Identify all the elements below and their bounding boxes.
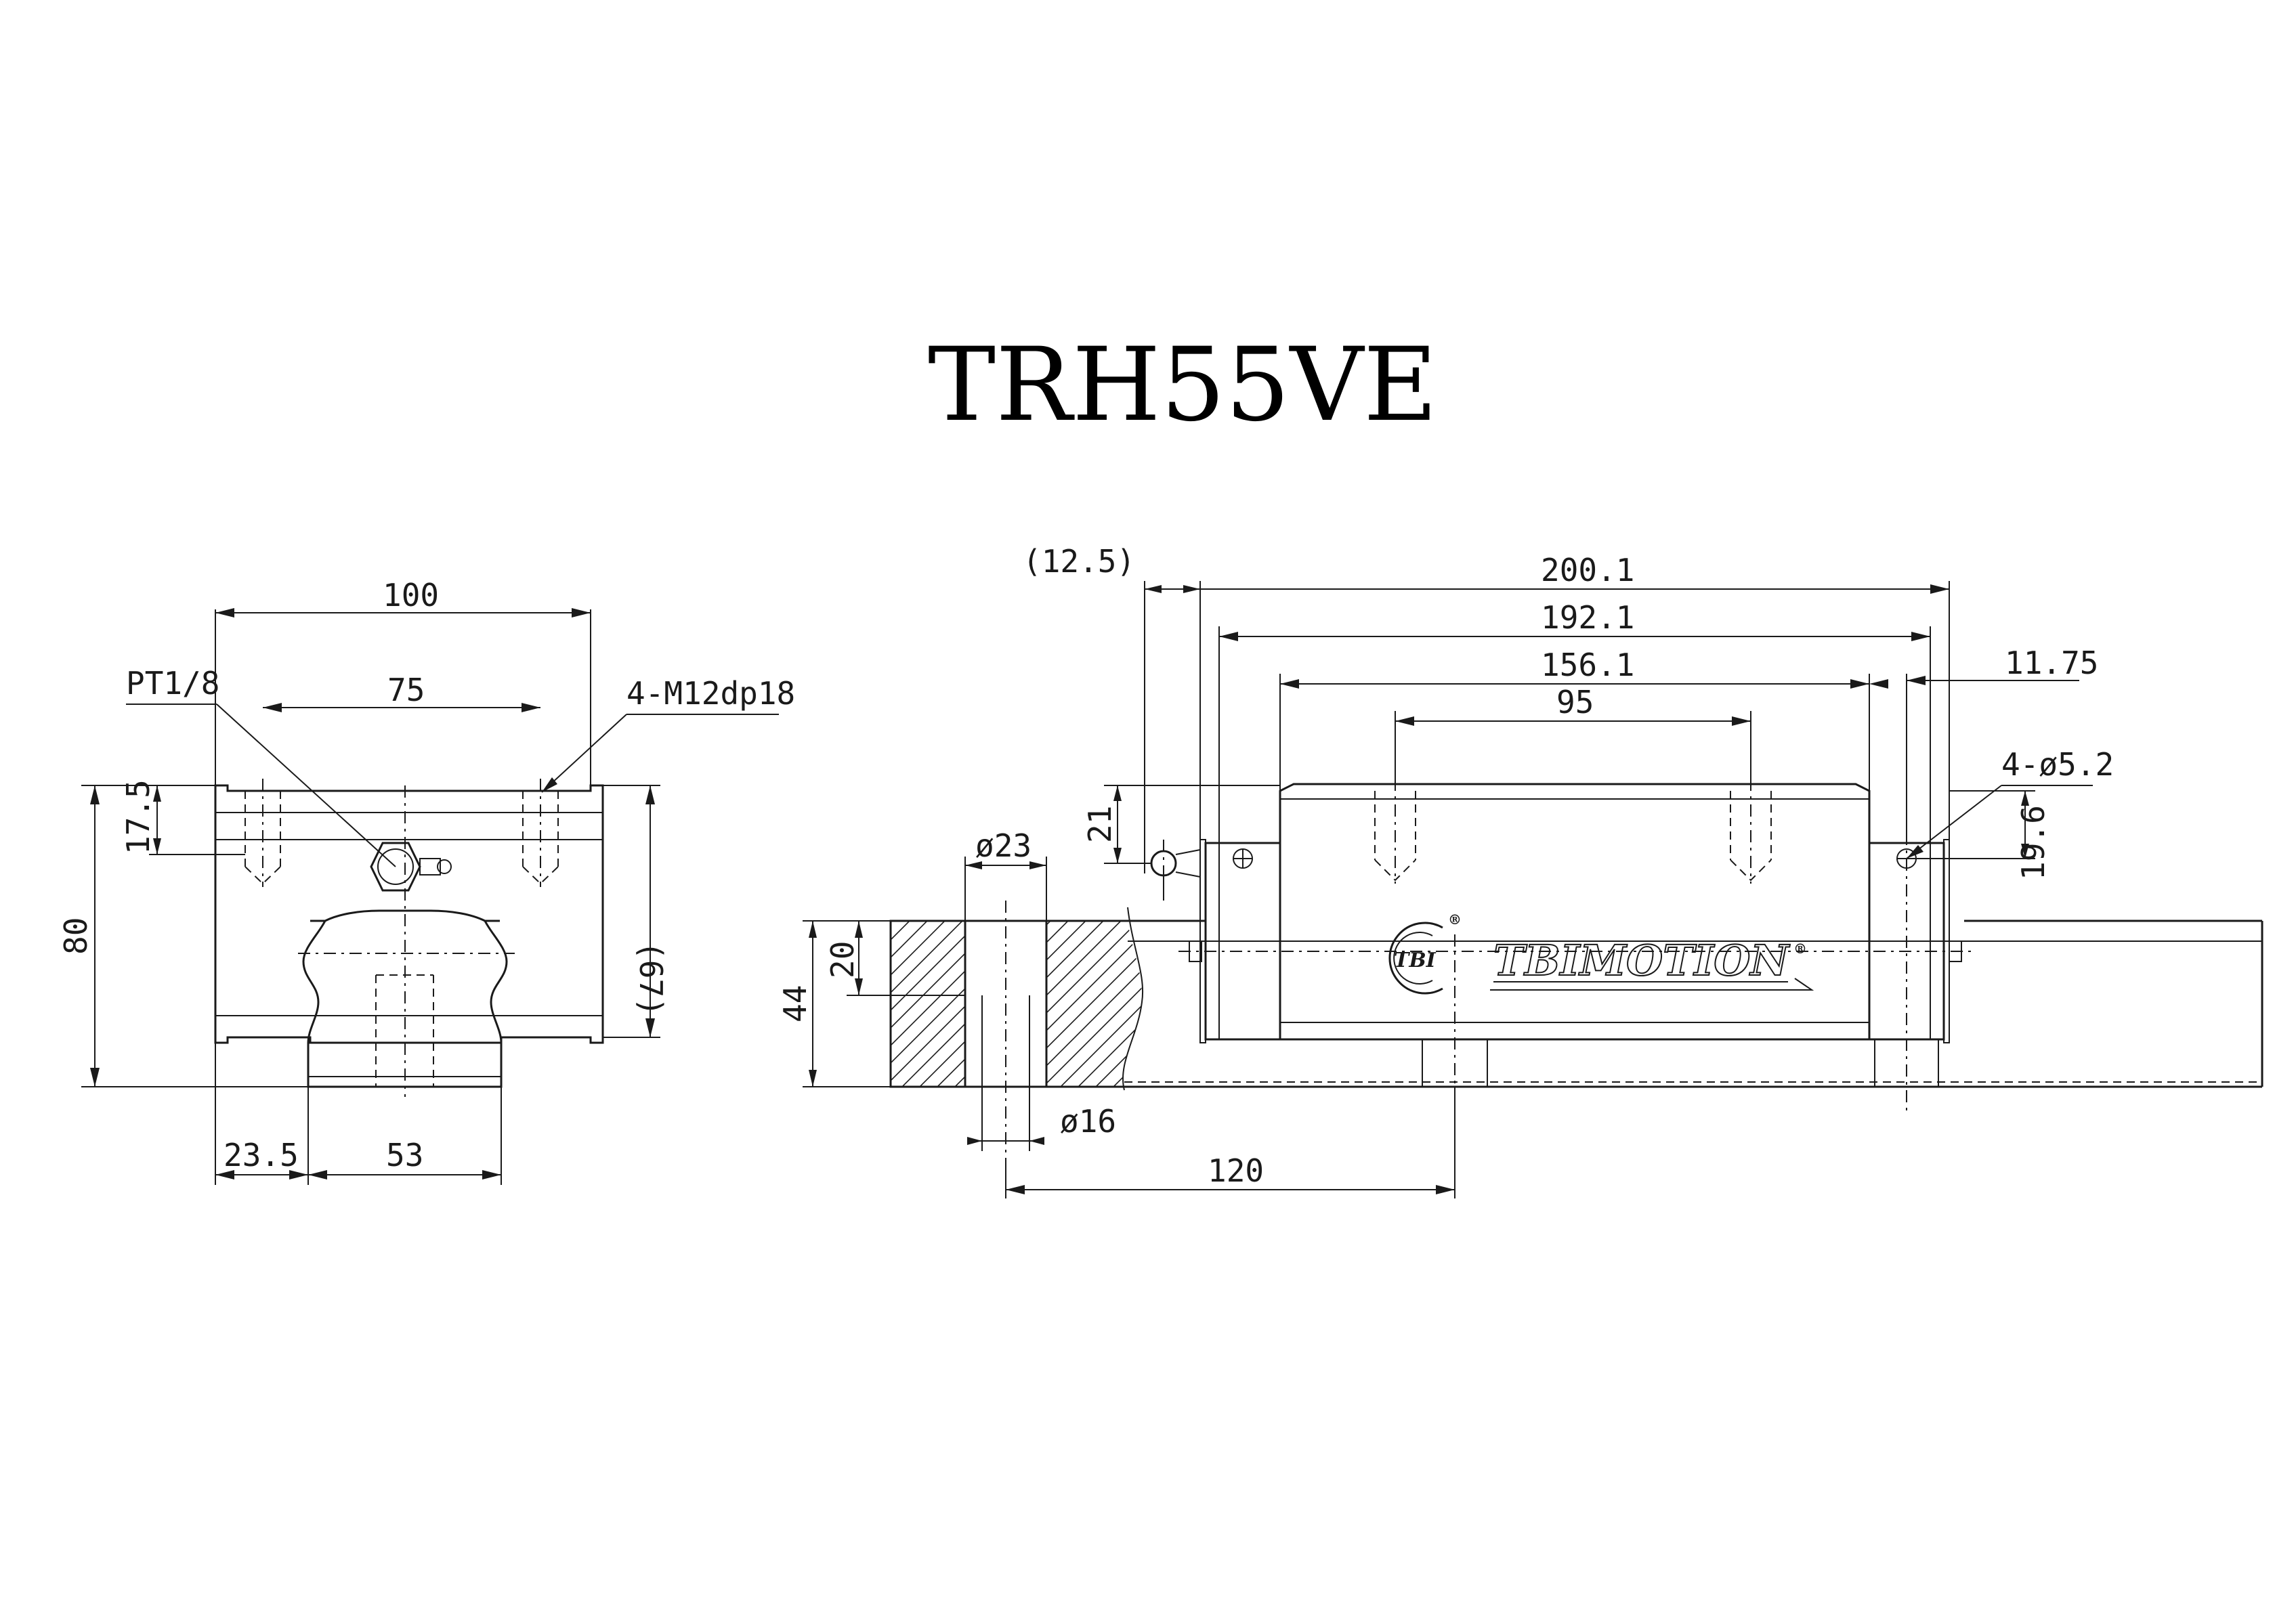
- block-outline: [214, 784, 604, 1044]
- hatch-line: [891, 921, 1023, 1087]
- hatch-line: [891, 921, 987, 1087]
- hatch-line: [1074, 921, 1142, 1087]
- drawing-title: TRH55VE: [928, 326, 1438, 444]
- dim-rail-width: 53: [386, 1137, 423, 1173]
- dim-block-length: 192.1: [1541, 599, 1634, 636]
- dim-hole-height: 19.6: [2015, 805, 2051, 880]
- logo-brand: TBIMOTION: [1493, 936, 1790, 985]
- dim-hole-spacing: 75: [387, 672, 425, 708]
- dim-top-to-hole: 17.5: [120, 779, 156, 855]
- dim-height: 80: [58, 917, 94, 955]
- side-view: TBI ® TBIMOTION ® (12.5) 200.1 192.1: [1023, 543, 2114, 1110]
- svg-text:®: ®: [1793, 940, 1807, 957]
- dim-width: 100: [383, 577, 439, 613]
- dim-seal: (12.5): [1023, 543, 1135, 580]
- dim-rail-pitch: 120: [1208, 1152, 1264, 1189]
- dim-hole-pitch: 95: [1556, 684, 1594, 720]
- hatch-line: [891, 921, 970, 1087]
- logo-emblem-ring: [1388, 922, 1443, 995]
- dim-rail-height: 44: [777, 985, 813, 1022]
- dim-overall-length: 200.1: [1541, 552, 1634, 588]
- logo-emblem: TBI: [1394, 949, 1437, 972]
- dim-body-height: (67): [633, 941, 669, 1016]
- dim-nipple-height: 21: [1082, 806, 1118, 843]
- label-tap: 4-M12dp18: [626, 675, 795, 712]
- hatch-line: [1039, 921, 1142, 1087]
- front-view: 100 75 PT1/8 4-M12dp18 80 17.5: [58, 577, 795, 1185]
- tapped-holes: [245, 779, 559, 887]
- label-end-holes: 4-ø5.2: [2001, 746, 2114, 783]
- dim-counterbore-depth: 20: [824, 941, 861, 978]
- block-body: [1279, 783, 1871, 1041]
- hatch-line: [891, 921, 1005, 1087]
- dim-side: 23.5: [224, 1137, 299, 1173]
- label-grease: PT1/8: [126, 665, 219, 701]
- hatch-line: [891, 921, 935, 1087]
- hatch-line: [1092, 921, 1142, 1087]
- hatch-line: [891, 921, 952, 1087]
- dim-counterbore-dia: ø23: [975, 827, 1032, 864]
- dim-body-length: 156.1: [1541, 647, 1634, 683]
- rail-section-view: ø23 20 44 ø16 120: [687, 827, 2263, 1198]
- dim-end-offset: 11.75: [2005, 645, 2098, 681]
- tbi-logo: TBI ® TBIMOTION ®: [1388, 911, 1814, 995]
- svg-text:®: ®: [1448, 911, 1462, 928]
- grease-nipple: [370, 842, 452, 892]
- hatch-line: [687, 914, 864, 1090]
- hatch-line: [1021, 921, 1142, 1087]
- dim-bolt-hole-dia: ø16: [1060, 1103, 1116, 1140]
- hatch-line: [1057, 921, 1142, 1087]
